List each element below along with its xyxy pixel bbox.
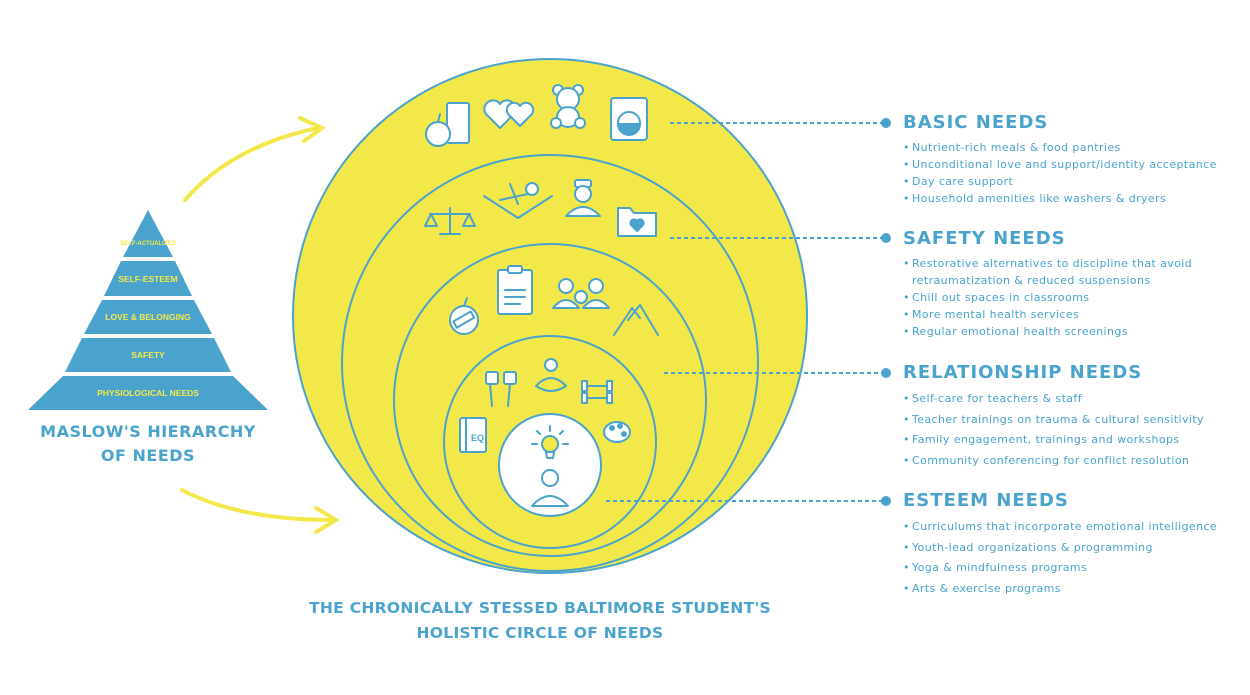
center-circle xyxy=(498,413,602,517)
esteem-needs-list: Curriculums that incorporate emotional i… xyxy=(903,517,1243,599)
basic-needs-list: Nutrient-rich meals & food pantries Unco… xyxy=(903,139,1243,207)
circle-of-needs xyxy=(292,58,808,574)
pyramid-label-physiological: PHYSIOLOGICAL NEEDS xyxy=(97,388,199,398)
paint-palette-icon xyxy=(603,421,631,443)
list-item: Community conferencing for conflict reso… xyxy=(903,451,1243,472)
list-item: Household amenities like washers & dryer… xyxy=(903,190,1243,207)
eq-book-icon: EQ xyxy=(459,417,487,453)
pyramid-label-love-belonging: LOVE & BELONGING xyxy=(105,312,191,322)
connector-lines xyxy=(606,122,882,502)
safety-needs-section: SAFETY NEEDS Restorative alternatives to… xyxy=(903,228,1243,340)
pyramid-level-physiological xyxy=(28,376,268,410)
folder-heart-icon xyxy=(617,207,657,237)
teddy-bear-icon xyxy=(550,84,586,129)
pyramid-caption-line1: MASLOW'S HIERARCHY xyxy=(40,422,256,441)
basic-needs-section: BASIC NEEDS Nutrient-rich meals & food p… xyxy=(903,112,1243,207)
list-item: Unconditional love and support/identity … xyxy=(903,156,1243,173)
circle-caption: THE CHRONICALLY STESSED BALTIMORE STUDEN… xyxy=(300,596,780,646)
list-item: More mental health services xyxy=(903,306,1243,323)
teacher-training-clipboard-icon xyxy=(497,265,533,315)
list-item: Regular emotional health screenings xyxy=(903,323,1243,340)
pyramid-level-safety xyxy=(65,338,231,372)
list-item: Restorative alternatives to discipline t… xyxy=(903,255,1202,289)
esteem-needs-section: ESTEEM NEEDS Curriculums that incorporat… xyxy=(903,490,1243,599)
maslow-pyramid: SELF-ACTUALIZED SELF-ESTEEM LOVE & BELON… xyxy=(28,210,268,410)
pyramid-label-self-actualized: SELF-ACTUALIZED xyxy=(120,241,176,247)
pyramid-label-safety: SAFETY xyxy=(131,350,165,360)
list-item: Youth-lead organizations & programming xyxy=(903,538,1243,559)
relationship-needs-title: RELATIONSHIP NEEDS xyxy=(903,362,1143,383)
esteem-needs-title: ESTEEM NEEDS xyxy=(903,490,1069,511)
pyramid-caption-line2: OF NEEDS xyxy=(100,446,196,465)
safety-needs-list: Restorative alternatives to discipline t… xyxy=(903,255,1243,340)
relationship-needs-list: Self-care for teachers & staff Teacher t… xyxy=(903,389,1243,471)
connector-dot-basic xyxy=(881,118,891,128)
pyramid-caption: MASLOW'S HIERARCHY OF NEEDS xyxy=(30,420,266,468)
list-item: Curriculums that incorporate emotional i… xyxy=(903,517,1243,538)
list-item: Nutrient-rich meals & food pantries xyxy=(903,139,1243,156)
washing-machine-icon xyxy=(610,97,648,141)
pyramid-level-self-esteem xyxy=(104,261,192,296)
scales-of-justice-icon xyxy=(424,207,476,235)
nurse-icon xyxy=(565,179,601,217)
pyramid-label-self-esteem: SELF-ESTEEM xyxy=(118,274,178,284)
circle-caption-line2: HOLISTIC CIRCLE OF NEEDS xyxy=(416,624,664,642)
list-item: Day care support xyxy=(903,173,1243,190)
connector-dot-esteem xyxy=(881,496,891,506)
student-icon xyxy=(531,469,569,507)
raised-fists-icon xyxy=(485,371,517,407)
pyramid-level-love-belonging xyxy=(84,300,212,334)
upper-arrow xyxy=(183,116,326,202)
handshake-icon xyxy=(613,304,659,336)
person-relaxing-icon xyxy=(483,182,553,219)
bandaged-apple-icon xyxy=(449,297,479,335)
pyramid-level-self-actualized xyxy=(123,210,173,257)
connector-dot-safety xyxy=(881,233,891,243)
list-item: Self-care for teachers & staff xyxy=(903,389,1243,410)
circle-relationship xyxy=(393,243,707,557)
svg-text:EQ: EQ xyxy=(471,433,484,443)
list-item: Teacher trainings on trauma & cultural s… xyxy=(903,410,1243,431)
list-item: Arts & exercise programs xyxy=(903,579,1243,600)
lightbulb-icon xyxy=(531,425,569,459)
circle-caption-line1: THE CHRONICALLY STESSED BALTIMORE STUDEN… xyxy=(309,599,771,617)
group-of-people-icon xyxy=(552,278,610,309)
circle-esteem xyxy=(443,335,657,549)
list-item: Family engagement, trainings and worksho… xyxy=(903,430,1243,451)
meditation-icon xyxy=(535,358,567,392)
two-hearts-icon xyxy=(483,99,535,129)
list-item: Chill out spaces in classrooms xyxy=(903,289,1243,306)
basic-needs-title: BASIC NEEDS xyxy=(903,112,1049,133)
outer-circle-basic xyxy=(292,58,808,574)
apple-and-glass-icon xyxy=(425,102,470,147)
lower-arrow xyxy=(180,488,340,534)
connector-dot-relationship xyxy=(881,368,891,378)
dumbbell-icon xyxy=(581,380,613,404)
safety-needs-title: SAFETY NEEDS xyxy=(903,228,1066,249)
list-item: Yoga & mindfulness programs xyxy=(903,558,1243,579)
circle-safety xyxy=(341,154,759,572)
relationship-needs-section: RELATIONSHIP NEEDS Self-care for teacher… xyxy=(903,362,1243,471)
